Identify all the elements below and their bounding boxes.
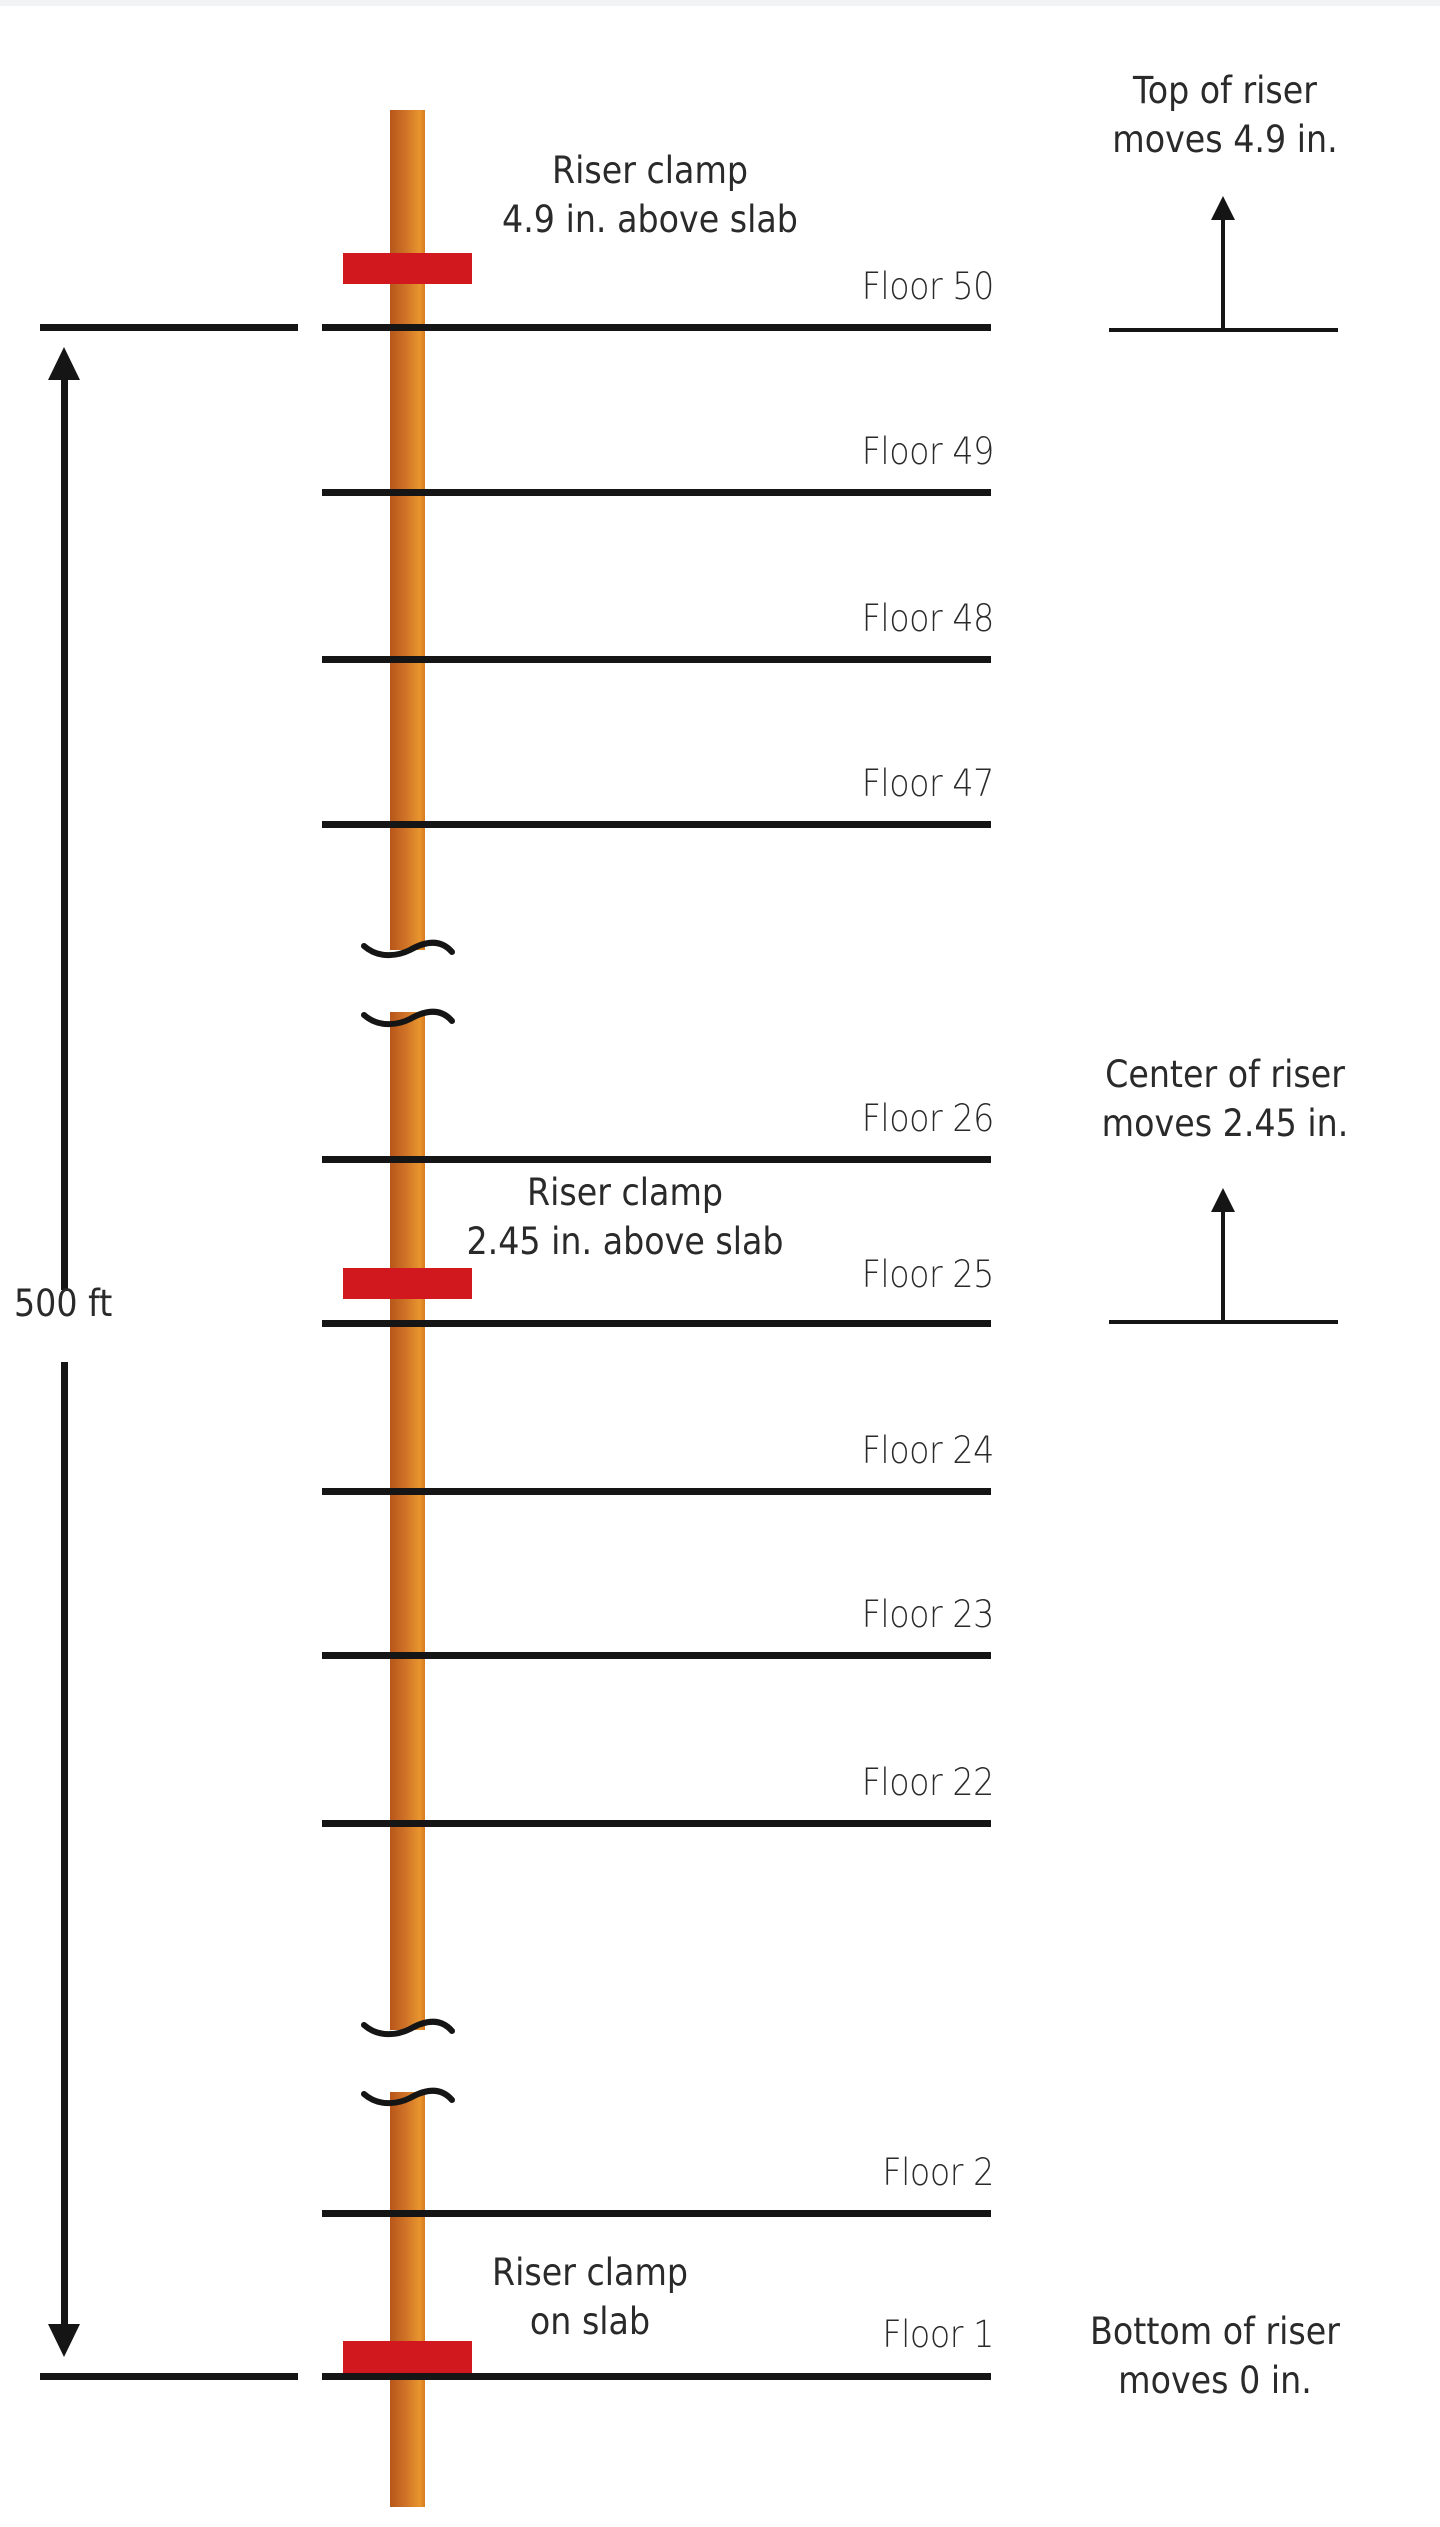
floor-line-49: [322, 489, 991, 496]
break-mark-icon: [361, 2087, 455, 2107]
slab-line-left-top: [40, 324, 298, 331]
pipe-break-gap-lower: [384, 2030, 432, 2092]
floor-line-48: [322, 656, 991, 663]
floor-line-24: [322, 1488, 991, 1495]
movement-annotation-line2: moves 0 in.: [1118, 2359, 1312, 2402]
movement-annotation-line1: Bottom of riser: [1090, 2310, 1340, 2353]
riser-pipe: [390, 110, 425, 2507]
clamp-annotation-line1: Riser clamp: [526, 1171, 724, 1214]
break-mark-icon: [361, 2018, 455, 2038]
floor-label-22: Floor 22: [861, 1761, 995, 1804]
clamp-annotation-line1: Riser clamp: [551, 149, 749, 192]
movement-annotation-line1: Top of riser: [1133, 69, 1317, 112]
clamp-annotation-center: Riser clamp 2.45 in. above slab: [459, 1168, 792, 1266]
clamp-annotation-line2: 4.9 in. above slab: [502, 198, 798, 241]
dimension-line-upper: [61, 375, 68, 1290]
dimension-line-lower: [61, 1362, 68, 2327]
floor-line-2: [322, 2210, 991, 2217]
movement-annotation-top: Top of riser moves 4.9 in.: [1077, 66, 1374, 164]
floor-line-25: [322, 1320, 991, 1327]
floor-line-50: [322, 324, 991, 331]
floor-label-50: Floor 50: [861, 265, 995, 308]
floor-line-1: [322, 2373, 991, 2380]
floor-line-23: [322, 1652, 991, 1659]
riser-clamp-top: [343, 253, 472, 284]
movement-annotation-line1: Center of riser: [1105, 1053, 1345, 1096]
dimension-arrow-down-icon: [48, 2324, 80, 2357]
movement-annotation-line2: moves 2.45 in.: [1101, 1102, 1349, 1145]
movement-annotation-center: Center of riser moves 2.45 in.: [1059, 1050, 1392, 1148]
floor-label-26: Floor 26: [861, 1097, 995, 1140]
top-strip: [0, 0, 1440, 6]
clamp-annotation-top: Riser clamp 4.9 in. above slab: [497, 146, 803, 244]
riser-clamp-bottom: [343, 2341, 472, 2373]
movement-annotation-line2: moves 4.9 in.: [1112, 118, 1338, 161]
floor-label-24: Floor 24: [861, 1429, 995, 1472]
break-mark-icon: [361, 939, 455, 959]
floor-line-47: [322, 821, 991, 828]
break-mark-icon: [361, 1008, 455, 1028]
floor-label-1: Floor 1: [882, 2313, 995, 2356]
floor-label-47: Floor 47: [861, 762, 995, 805]
pipe-break-gap-upper: [384, 950, 432, 1012]
floor-label-2: Floor 2: [882, 2151, 995, 2194]
floor-label-25: Floor 25: [861, 1253, 995, 1296]
floor-line-26: [322, 1156, 991, 1163]
clamp-annotation-line2: 2.45 in. above slab: [466, 1220, 784, 1263]
floor-label-49: Floor 49: [861, 430, 995, 473]
arrow-up-icon: [1211, 1188, 1235, 1212]
clamp-annotation-line2: on slab: [529, 2300, 651, 2343]
arrow-up-icon: [1211, 196, 1235, 220]
clamp-annotation-bottom: Riser clamp on slab: [455, 2248, 725, 2346]
dimension-label: 500 ft: [14, 1282, 113, 1325]
movement-annotation-bottom: Bottom of riser moves 0 in.: [1049, 2307, 1382, 2405]
slab-line-left-bottom: [40, 2373, 298, 2380]
clamp-annotation-line1: Riser clamp: [491, 2251, 689, 2294]
dimension-arrow-up-icon: [48, 347, 80, 380]
floor-label-48: Floor 48: [861, 597, 995, 640]
floor-label-23: Floor 23: [861, 1593, 995, 1636]
riser-clamp-center: [343, 1268, 472, 1299]
floor-line-22: [322, 1820, 991, 1827]
